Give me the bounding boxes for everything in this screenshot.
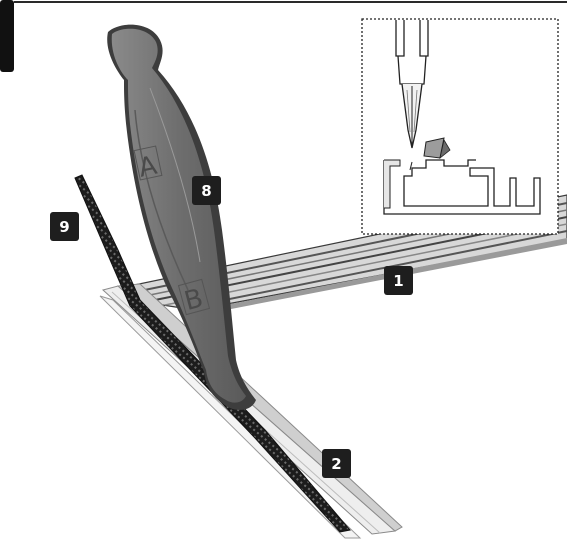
page-corner-tab [0, 0, 14, 72]
callout-1: 1 [384, 266, 413, 295]
rubber-seal-strip [74, 174, 351, 533]
svg-text:1: 1 [393, 272, 403, 290]
svg-text:8: 8 [201, 182, 211, 200]
callout-2: 2 [322, 449, 351, 478]
callout-8: 8 [192, 176, 221, 205]
tool-letter-a: A [136, 151, 160, 184]
callout-9: 9 [50, 212, 79, 241]
insertion-tool: A B [107, 24, 257, 410]
svg-text:2: 2 [331, 455, 341, 473]
detail-inset [361, 18, 559, 235]
svg-text:9: 9 [59, 218, 69, 236]
